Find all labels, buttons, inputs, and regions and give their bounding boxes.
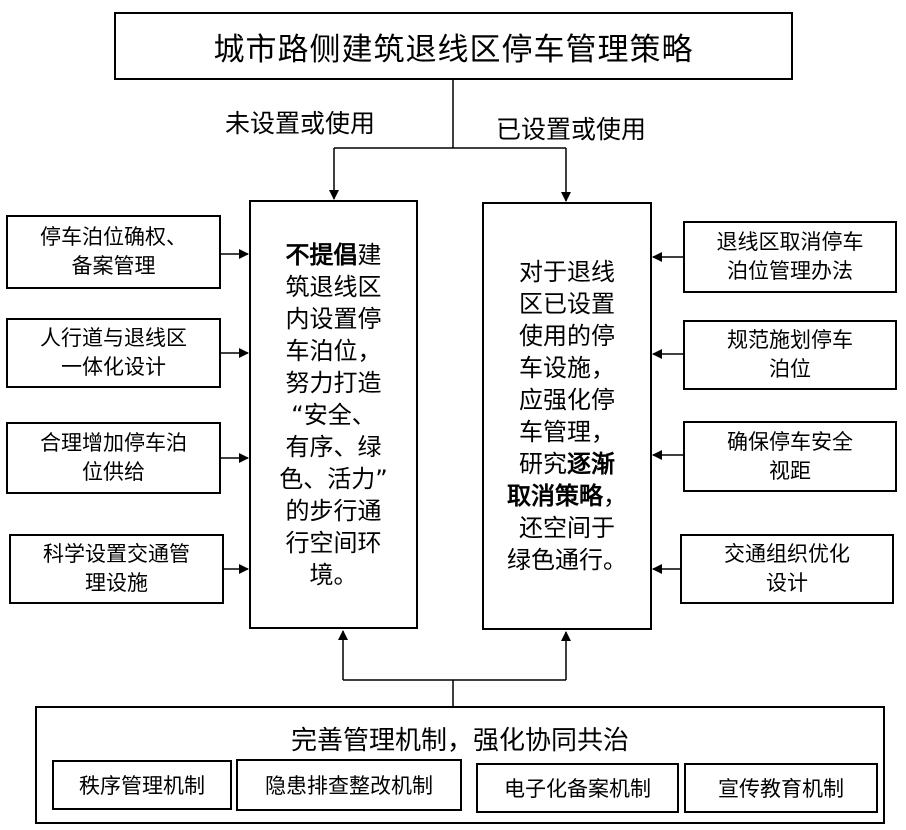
left-item-2: 人行道与退线区 一体化设计 — [6, 318, 221, 388]
right-item-4: 交通组织优化 设计 — [680, 534, 894, 604]
left-item-4: 科学设置交通管 理设施 — [9, 534, 224, 604]
right-main-body-end: ， 还空间于 绿色通行。 — [507, 482, 627, 574]
left-main-box: 不提倡建 筑退线区 内设置停 车泊位， 努力打造 “安全、 有序、绿 色、活力”… — [249, 200, 418, 629]
left-main-body: 建 筑退线区 内设置停 车泊位， 努力打造 “安全、 有序、绿 色、活力” 的步… — [279, 240, 388, 589]
right-item-3: 确保停车安全 视距 — [683, 421, 897, 492]
left-item-1: 停车泊位确权、 备案管理 — [6, 215, 221, 289]
right-main-box: 对于退线 区已设置 使用的停 车设施， 应强化停 车管理， 研究逐渐 取消策略，… — [482, 202, 652, 630]
left-item-3: 合理增加停车泊 位供给 — [6, 422, 221, 494]
mechanism-e-filing: 电子化备案机制 — [476, 763, 679, 813]
right-item-1: 退线区取消停车 泊位管理办法 — [683, 221, 897, 293]
right-main-bold: 逐渐 取消策略 — [507, 450, 615, 510]
left-main-bold: 不提倡 — [285, 240, 358, 269]
right-main-text: 对于退线 区已设置 使用的停 车设施， 应强化停 车管理， 研究逐渐 取消策略，… — [507, 256, 627, 576]
diagram-title: 城市路侧建筑退线区停车管理策略 — [114, 12, 793, 80]
mechanism-hazard: 隐患排查整改机制 — [236, 759, 462, 811]
left-main-text: 不提倡建 筑退线区 内设置停 车泊位， 努力打造 “安全、 有序、绿 色、活力”… — [279, 239, 387, 591]
mechanism-order: 秩序管理机制 — [52, 760, 232, 810]
mechanism-panel-title: 完善管理机制，强化协同共治 — [290, 726, 629, 756]
branch-label-unset: 未设置或使用 — [225, 109, 376, 138]
mechanism-education: 宣传教育机制 — [684, 763, 878, 813]
branch-label-set: 已设置或使用 — [496, 115, 647, 144]
right-main-body-start: 对于退线 区已设置 使用的停 车设施， 应强化停 车管理， 研究 — [519, 258, 615, 478]
right-item-2: 规范施划停车 泊位 — [683, 320, 897, 390]
